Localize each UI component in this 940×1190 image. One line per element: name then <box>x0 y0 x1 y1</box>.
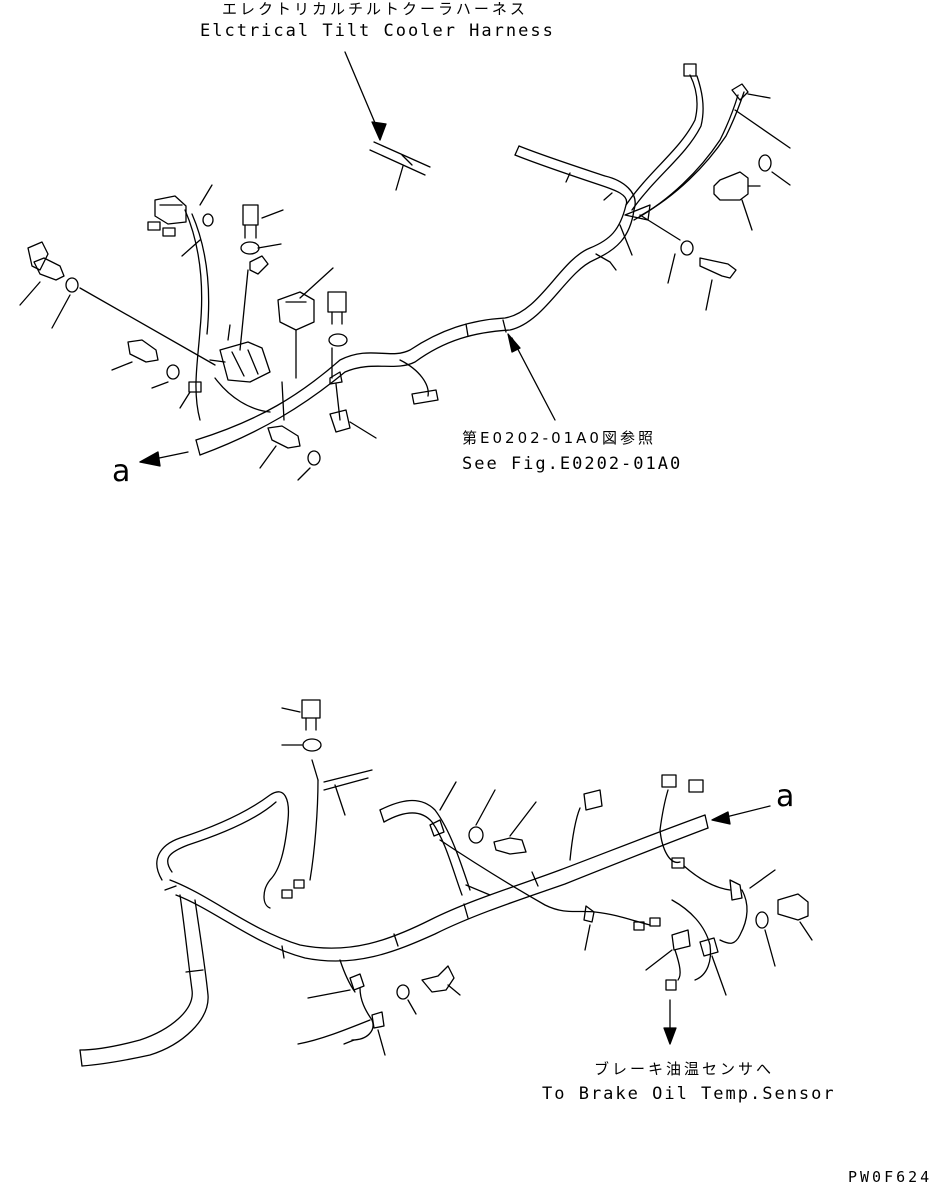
top-right-branches <box>595 63 791 311</box>
reference-arrow <box>507 333 556 421</box>
harness-label-en: Elctrical Tilt Cooler Harness <box>200 21 555 41</box>
harness-label-jp: エレクトリカルチルトクーラハーネス <box>222 0 528 18</box>
top-main-harness <box>195 145 636 456</box>
bottom-assembly <box>79 699 813 1067</box>
reference-label-en: See Fig.E0202-01A0 <box>462 454 683 474</box>
arrow-a-top-label: a <box>112 454 131 489</box>
drawing-code: PW0F624 <box>848 1168 933 1186</box>
bottom-main-harness <box>79 699 813 1067</box>
tilt-cooler-harness-stub <box>344 51 431 191</box>
arrow-a-bottom-label: a <box>776 779 795 814</box>
top-assembly <box>19 51 791 481</box>
brake-sensor-label-en: To Brake Oil Temp.Sensor <box>542 1084 836 1104</box>
reference-label-jp: 第E0202-01A0図参照 <box>462 429 656 447</box>
brake-sensor-label-jp: ブレーキ油温センサへ <box>594 1060 775 1078</box>
top-left-components <box>19 184 439 481</box>
